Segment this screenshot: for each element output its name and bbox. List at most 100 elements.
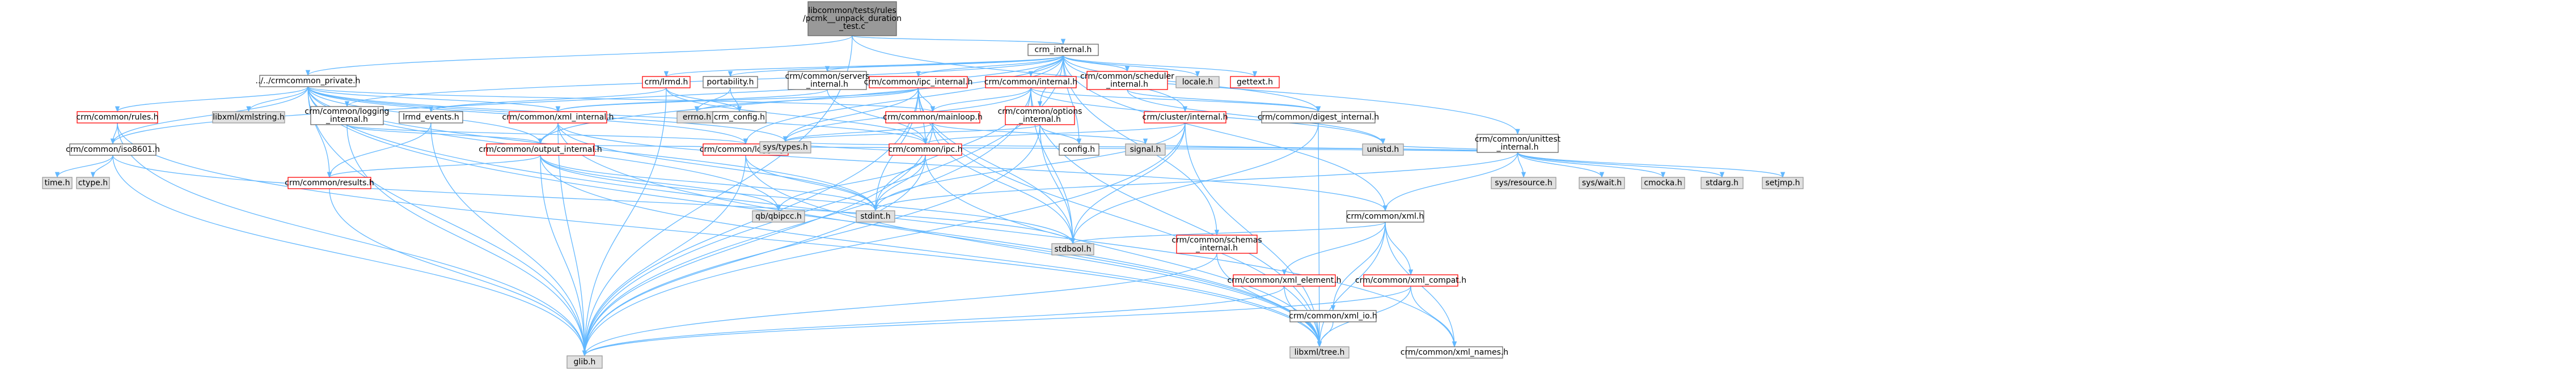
- include-edge-crm_common_ipc_internal-to-crm_common_mainloop: [917, 87, 936, 113]
- node-label: setjmp.h: [1765, 178, 1800, 188]
- include-edge-crm_common_output_internal-to-stdbool: [540, 155, 1076, 245]
- node-crm-common-results[interactable]: crm/common/results.h: [285, 177, 374, 189]
- node-sys-wait[interactable]: sys/wait.h: [1579, 177, 1625, 189]
- node-time[interactable]: time.h: [42, 177, 73, 189]
- node-crm-common-logging-internal[interactable]: crm/common/logging_internal.h: [304, 106, 390, 125]
- include-edge-crm_common_logging_internal-to-crm_common_output_internal: [346, 124, 543, 145]
- include-edge-crm_common_ipc-to-glib: [582, 155, 926, 357]
- node-crm-common-internal[interactable]: crm/common/internal.h: [984, 76, 1077, 88]
- node-label: qb/qbipcc.h: [755, 212, 802, 221]
- node-stdbool[interactable]: stdbool.h: [1051, 243, 1094, 256]
- node-crm-common-digest-internal[interactable]: crm/common/digest_internal.h: [1258, 111, 1379, 124]
- node-box: [856, 210, 895, 223]
- node-box: [509, 111, 607, 124]
- node-box: [1289, 310, 1377, 322]
- node-label: time.h: [45, 178, 70, 188]
- node-box: [1701, 177, 1744, 189]
- node-crmcommon-private[interactable]: ../../crmcommon_private.h: [256, 75, 361, 87]
- node-crm-common-ipc[interactable]: crm/common/ipc.h: [888, 143, 963, 156]
- node-libxml-xmlstring[interactable]: libxml/xmlstring.h: [212, 111, 285, 124]
- node-label: _internal.h: [806, 80, 848, 89]
- node-crm-common-schemas-internal[interactable]: crm/common/schemas_internal.h: [1171, 235, 1262, 254]
- node-box: [1086, 71, 1168, 90]
- node-gettext[interactable]: gettext.h: [1230, 76, 1280, 88]
- node-errno[interactable]: errno.h: [676, 111, 717, 124]
- node-box: [985, 76, 1077, 88]
- node-label: crm/common/xml_element.h: [1227, 276, 1341, 285]
- include-edge-crmcommon_private-to-crm_common_mainloop: [307, 86, 935, 113]
- node-crm-common-scheduler-internal[interactable]: crm/common/scheduler_internal.h: [1080, 71, 1174, 90]
- node-stdint[interactable]: stdint.h: [856, 210, 895, 223]
- node-crm-common-xml-element[interactable]: crm/common/xml_element.h: [1227, 274, 1342, 287]
- node-cmocka[interactable]: cmocka.h: [1641, 177, 1685, 189]
- include-edge-crm_common_logging_internal-to-crm_common_logging: [346, 124, 748, 145]
- node-box: [1005, 106, 1075, 125]
- node-label: crm/common/xml_compat.h: [1355, 276, 1466, 285]
- node-box: [1641, 177, 1685, 189]
- include-edge-crm_lrmd_h-to-crm_common_ipc: [666, 87, 928, 145]
- node-crm-internal[interactable]: crm_internal.h: [1027, 44, 1099, 56]
- include-edge-crm_common_iso8601-to-stdbool: [112, 155, 1075, 245]
- node-crm-common-xml-io[interactable]: crm/common/xml_io.h: [1289, 310, 1377, 322]
- node-crm-common-xml-internal[interactable]: crm/common/xml_internal.h: [502, 111, 614, 124]
- include-edge-crm_internal-to-crm_common_servers_internal: [825, 55, 1064, 73]
- node-label: crm/common/scheduler: [1080, 72, 1174, 81]
- node-label: crm/common/output_internal.h: [479, 145, 602, 154]
- node-box: [1175, 76, 1220, 88]
- node-libxml-tree[interactable]: libxml/tree.h: [1289, 346, 1350, 359]
- node-label: crm/common/results.h: [285, 178, 374, 188]
- node-label: crm_internal.h: [1035, 45, 1092, 54]
- node-crm-common-ipc-internal[interactable]: crm/common/ipc_internal.h: [864, 76, 973, 88]
- include-edge-crm_common_ipc-to-libxml_tree: [925, 155, 1322, 348]
- node-label: lrmd_events.h: [403, 113, 459, 122]
- node-crm-config[interactable]: crm_config.h: [712, 111, 767, 124]
- node-crm-common-iso8601[interactable]: crm/common/iso8601.h: [66, 143, 160, 156]
- node-setjmp[interactable]: setjmp.h: [1762, 177, 1804, 189]
- node-crm-cluster-internal[interactable]: crm/cluster/internal.h: [1143, 111, 1228, 124]
- node-crm-common-output-internal[interactable]: crm/common/output_internal.h: [479, 143, 602, 156]
- node-label: portability.h: [707, 78, 754, 87]
- node-box: [1289, 346, 1350, 359]
- include-edge-crm_common_unittest_internal-to-cmocka: [1517, 152, 1666, 178]
- include-edge-crm_common_xml_element-to-glib: [582, 286, 1285, 357]
- node-label: sys/types.h: [763, 143, 807, 152]
- node-config[interactable]: config.h: [1059, 143, 1099, 156]
- include-edge-crm_common_scheduler_internal-to-unistd: [1127, 89, 1386, 145]
- include-edge-crmcommon_private-to-glib: [307, 86, 587, 357]
- include-edge-crm_internal-to-config: [1063, 55, 1082, 145]
- node-crm-common-xml[interactable]: crm/common/xml.h: [1346, 210, 1424, 223]
- include-edge-crm_common_internal-to-crm_common_mainloop: [930, 87, 1031, 113]
- include-edge-root-to-crmcommon_private: [306, 35, 853, 76]
- node-ctype[interactable]: ctype.h: [76, 177, 110, 189]
- node-qb-qbipcc[interactable]: qb/qbipcc.h: [752, 210, 805, 223]
- node-label: stdbool.h: [1055, 245, 1092, 254]
- node-label: crm/common/rules.h: [76, 113, 158, 122]
- include-edge-crm_common_schemas_internal-to-glib: [582, 253, 1217, 357]
- node-lrmd-events[interactable]: lrmd_events.h: [399, 111, 463, 124]
- node-box: [1762, 177, 1804, 189]
- node-stdarg[interactable]: stdarg.h: [1701, 177, 1744, 189]
- node-portability[interactable]: portability.h: [703, 76, 758, 88]
- node-crm-common-options-internal[interactable]: crm/common/options_internal.h: [998, 106, 1082, 125]
- node-signal[interactable]: signal.h: [1125, 143, 1166, 156]
- node-sys-types[interactable]: sys/types.h: [759, 141, 811, 154]
- node-crm-lrmd-h[interactable]: crm/lrmd.h: [642, 76, 691, 88]
- node-unistd[interactable]: unistd.h: [1362, 143, 1404, 156]
- node-crm-common-unittest-internal[interactable]: crm/common/unittest_internal.h: [1475, 134, 1561, 153]
- include-edge-crm_common_ipc_internal-to-sys_types: [782, 87, 919, 143]
- node-label: crm/common/ipc.h: [888, 145, 962, 154]
- node-sys-resource[interactable]: sys/resource.h: [1491, 177, 1556, 189]
- node-locale[interactable]: locale.h: [1175, 76, 1220, 88]
- node-crm-common-servers-internal[interactable]: crm/common/servers_internal.h: [785, 71, 870, 90]
- node-root[interactable]: libcommon/tests/rules/pcmk__unpack_durat…: [803, 1, 902, 36]
- node-crm-common-xml-names[interactable]: crm/common/xml_names.h: [1401, 346, 1508, 359]
- node-glib[interactable]: glib.h: [566, 355, 603, 369]
- node-crm-common-mainloop[interactable]: crm/common/mainloop.h: [883, 111, 983, 124]
- node-label: stdint.h: [860, 212, 890, 221]
- node-crm-common-rules[interactable]: crm/common/rules.h: [76, 111, 159, 124]
- include-edge-crm_common_ipc-to-stdint: [873, 155, 926, 212]
- node-box: [788, 71, 867, 90]
- node-label: _test.c: [839, 22, 865, 31]
- node-label: gettext.h: [1237, 78, 1273, 87]
- node-crm-common-xml-compat[interactable]: crm/common/xml_compat.h: [1355, 274, 1466, 287]
